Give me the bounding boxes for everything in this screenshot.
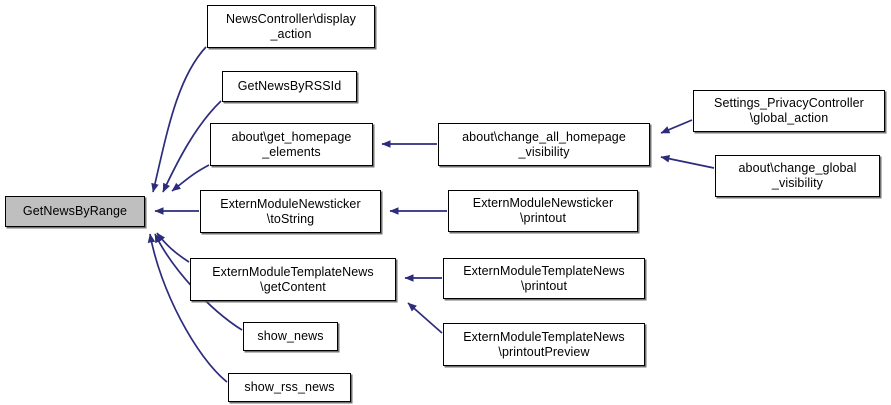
node-label: GetNewsByRSSId — [237, 79, 342, 93]
node-newscontroller-display-action[interactable]: NewsController\display _action — [207, 5, 375, 48]
node-show-news[interactable]: show_news — [243, 322, 338, 351]
node-label: NewsController\display _action — [225, 11, 357, 41]
node-externmoduletemplatenews-printoutpreview[interactable]: ExternModuleTemplateNews \printoutPrevie… — [443, 323, 645, 366]
node-externmoduletemplatenews-getcontent[interactable]: ExternModuleTemplateNews \getContent — [190, 258, 396, 301]
edge-showrssnews-to-root — [147, 233, 228, 383]
node-about-get-homepage-elements[interactable]: about\get_homepage _elements — [210, 123, 373, 166]
node-settings-privacycontroller-global-action[interactable]: Settings_PrivacyController \global_actio… — [693, 90, 885, 132]
node-label: ExternModuleTemplateNews \getContent — [212, 264, 374, 294]
edge-templategetcontent-to-root — [156, 232, 190, 263]
node-label: show_news — [257, 329, 324, 343]
node-externmoduletemplatenews-printout[interactable]: ExternModuleTemplateNews \printout — [443, 258, 645, 299]
node-label: ExternModuleNewsticker \toString — [220, 196, 361, 226]
node-label: ExternModuleTemplateNews \printoutPrevie… — [463, 329, 625, 359]
node-label: ExternModuleTemplateNews \printout — [463, 263, 625, 293]
edge-settingsprivacy-to-changeall — [660, 119, 693, 134]
edge-gethomepage-to-root — [171, 164, 210, 192]
node-get-news-by-rss-id[interactable]: GetNewsByRSSId — [222, 71, 357, 102]
node-label: about\change_all_homepage _visibility — [462, 129, 626, 159]
node-label: about\get_homepage _elements — [231, 129, 352, 159]
node-about-change-global-visibility[interactable]: about\change_global _visibility — [715, 155, 880, 197]
node-get-news-by-range[interactable]: GetNewsByRange — [5, 196, 145, 227]
edge-changeglobal-to-changeall — [660, 155, 715, 169]
node-externmodulenewsticker-tostring[interactable]: ExternModuleNewsticker \toString — [200, 190, 381, 233]
edge-templatepreview-to-getcontent — [407, 302, 443, 334]
node-externmodulenewsticker-printout[interactable]: ExternModuleNewsticker \printout — [448, 190, 638, 232]
node-show-rss-news[interactable]: show_rss_news — [228, 373, 351, 402]
node-label: about\change_global _visibility — [738, 161, 857, 190]
node-label: GetNewsByRange — [22, 204, 128, 218]
node-label: show_rss_news — [244, 380, 335, 394]
node-about-change-all-homepage-visibility[interactable]: about\change_all_homepage _visibility — [438, 123, 650, 166]
node-label: ExternModuleNewsticker \printout — [472, 196, 614, 225]
node-label: Settings_PrivacyController \global_actio… — [714, 96, 864, 125]
edge-newscontroller-to-root — [151, 46, 207, 193]
